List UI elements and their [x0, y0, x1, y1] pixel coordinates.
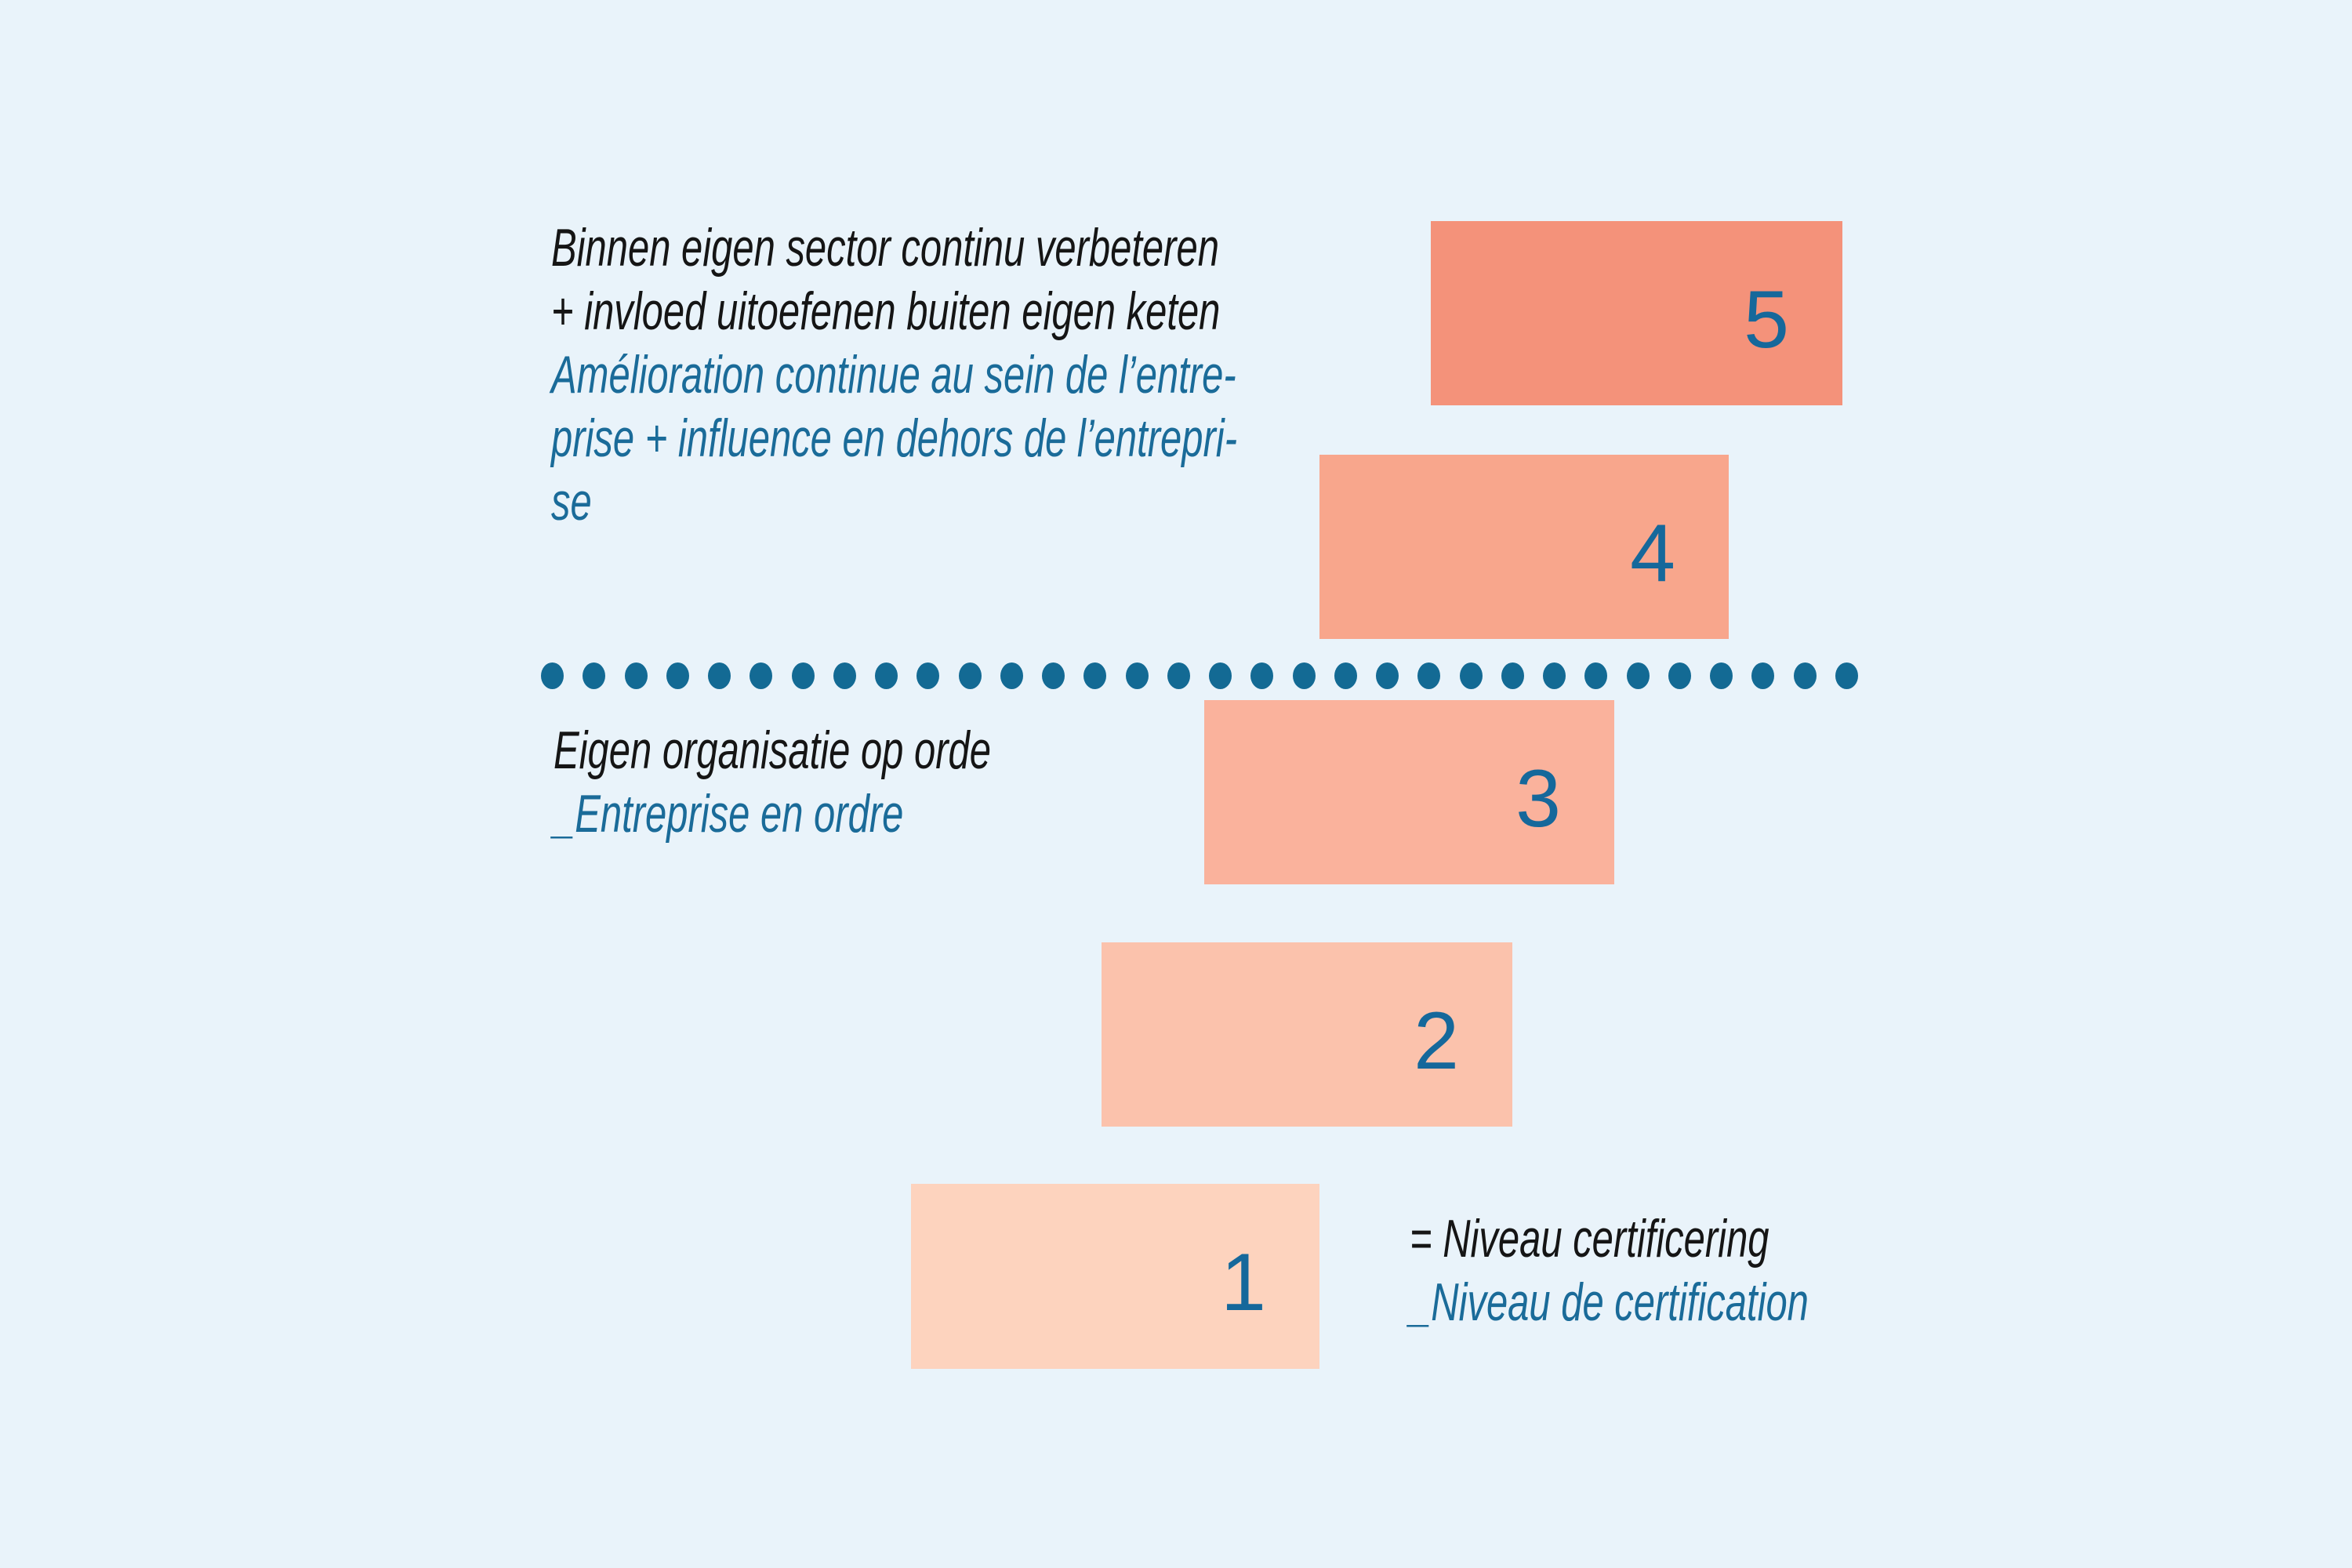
upper-annotation-fr-line3: se — [551, 472, 592, 532]
separator-dot — [1125, 662, 1149, 689]
ladder-step-5: 5 — [1431, 221, 1842, 405]
dotted-separator — [541, 662, 1858, 689]
separator-dot — [875, 662, 898, 689]
separator-dot — [916, 662, 940, 689]
separator-dot — [1710, 662, 1733, 689]
ladder-step-3-number: 3 — [1515, 753, 1561, 844]
legend-annotation-nl-line1: = Niveau certificering — [1410, 1209, 1769, 1269]
separator-dot — [541, 662, 564, 689]
separator-dot — [1626, 662, 1650, 689]
separator-dot — [1751, 662, 1775, 689]
separator-dot — [1000, 662, 1023, 689]
separator-dot — [708, 662, 731, 689]
legend-annotation-fr-line1: _Niveau de certification — [1410, 1272, 1809, 1332]
upper-annotation: Binnen eigen sector continu verbeteren +… — [551, 216, 1237, 534]
ladder-step-3: 3 — [1204, 700, 1614, 884]
separator-dot — [750, 662, 773, 689]
ladder-step-4-number: 4 — [1630, 507, 1675, 599]
upper-annotation-fr-line1: Amélioration continue au sein de l’entre… — [551, 345, 1236, 405]
legend-annotation: = Niveau certificering _Niveau de certif… — [1410, 1207, 1809, 1334]
middle-annotation-nl-line1: Eigen organisatie op orde — [554, 720, 991, 780]
separator-dot — [624, 662, 648, 689]
upper-annotation-nl-line1: Binnen eigen sector continu verbeteren — [551, 218, 1219, 278]
separator-dot — [583, 662, 606, 689]
middle-annotation-fr-line1: _Entreprise en ordre — [554, 784, 904, 844]
separator-dot — [1835, 662, 1858, 689]
separator-dot — [1668, 662, 1691, 689]
upper-annotation-fr-line2: prise + influence en dehors de l’entrepr… — [551, 408, 1238, 468]
separator-dot — [1543, 662, 1566, 689]
separator-dot — [1584, 662, 1608, 689]
separator-dot — [1250, 662, 1274, 689]
ladder-step-4: 4 — [1319, 455, 1729, 639]
ladder-step-1-number: 1 — [1221, 1237, 1266, 1328]
separator-dot — [1042, 662, 1065, 689]
ladder-step-1: 1 — [911, 1184, 1319, 1369]
ladder-step-2-number: 2 — [1414, 995, 1459, 1087]
separator-dot — [1376, 662, 1399, 689]
separator-dot — [1417, 662, 1441, 689]
ladder-step-2: 2 — [1102, 942, 1512, 1127]
middle-annotation: Eigen organisatie op orde _Entreprise en… — [554, 719, 991, 846]
separator-dot — [1501, 662, 1524, 689]
separator-dot — [1459, 662, 1483, 689]
separator-dot — [833, 662, 856, 689]
separator-dot — [1209, 662, 1232, 689]
separator-dot — [1334, 662, 1357, 689]
separator-dot — [1793, 662, 1817, 689]
separator-dot — [1083, 662, 1107, 689]
upper-annotation-nl-line2: + invloed uitoefenen buiten eigen keten — [551, 281, 1221, 341]
separator-dot — [1167, 662, 1190, 689]
separator-dot — [666, 662, 689, 689]
separator-dot — [791, 662, 815, 689]
separator-dot — [1292, 662, 1316, 689]
ladder-step-5-number: 5 — [1744, 274, 1789, 365]
separator-dot — [958, 662, 982, 689]
